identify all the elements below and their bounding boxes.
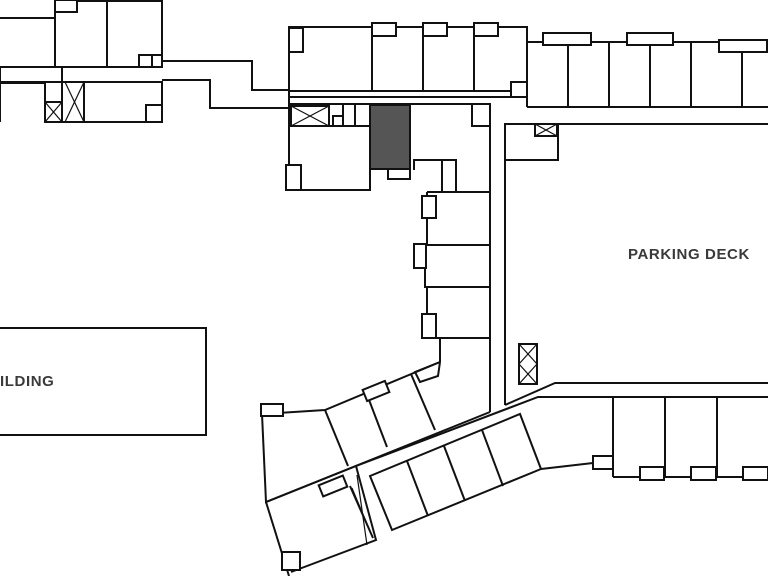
top-left-wing — [0, 0, 163, 123]
lower-right-wing — [355, 382, 768, 532]
corridor-connectors — [162, 60, 288, 109]
parking-deck-label: PARKING DECK — [628, 246, 750, 263]
top-center-building — [285, 22, 528, 193]
top-right-building — [526, 32, 768, 108]
building-label: ILDING — [0, 373, 55, 390]
highlighted-unit[interactable] — [369, 104, 411, 170]
parking-deck — [504, 123, 768, 405]
middle-units — [413, 191, 491, 412]
lower-left-wing — [260, 361, 491, 576]
left-building[interactable] — [0, 327, 207, 436]
